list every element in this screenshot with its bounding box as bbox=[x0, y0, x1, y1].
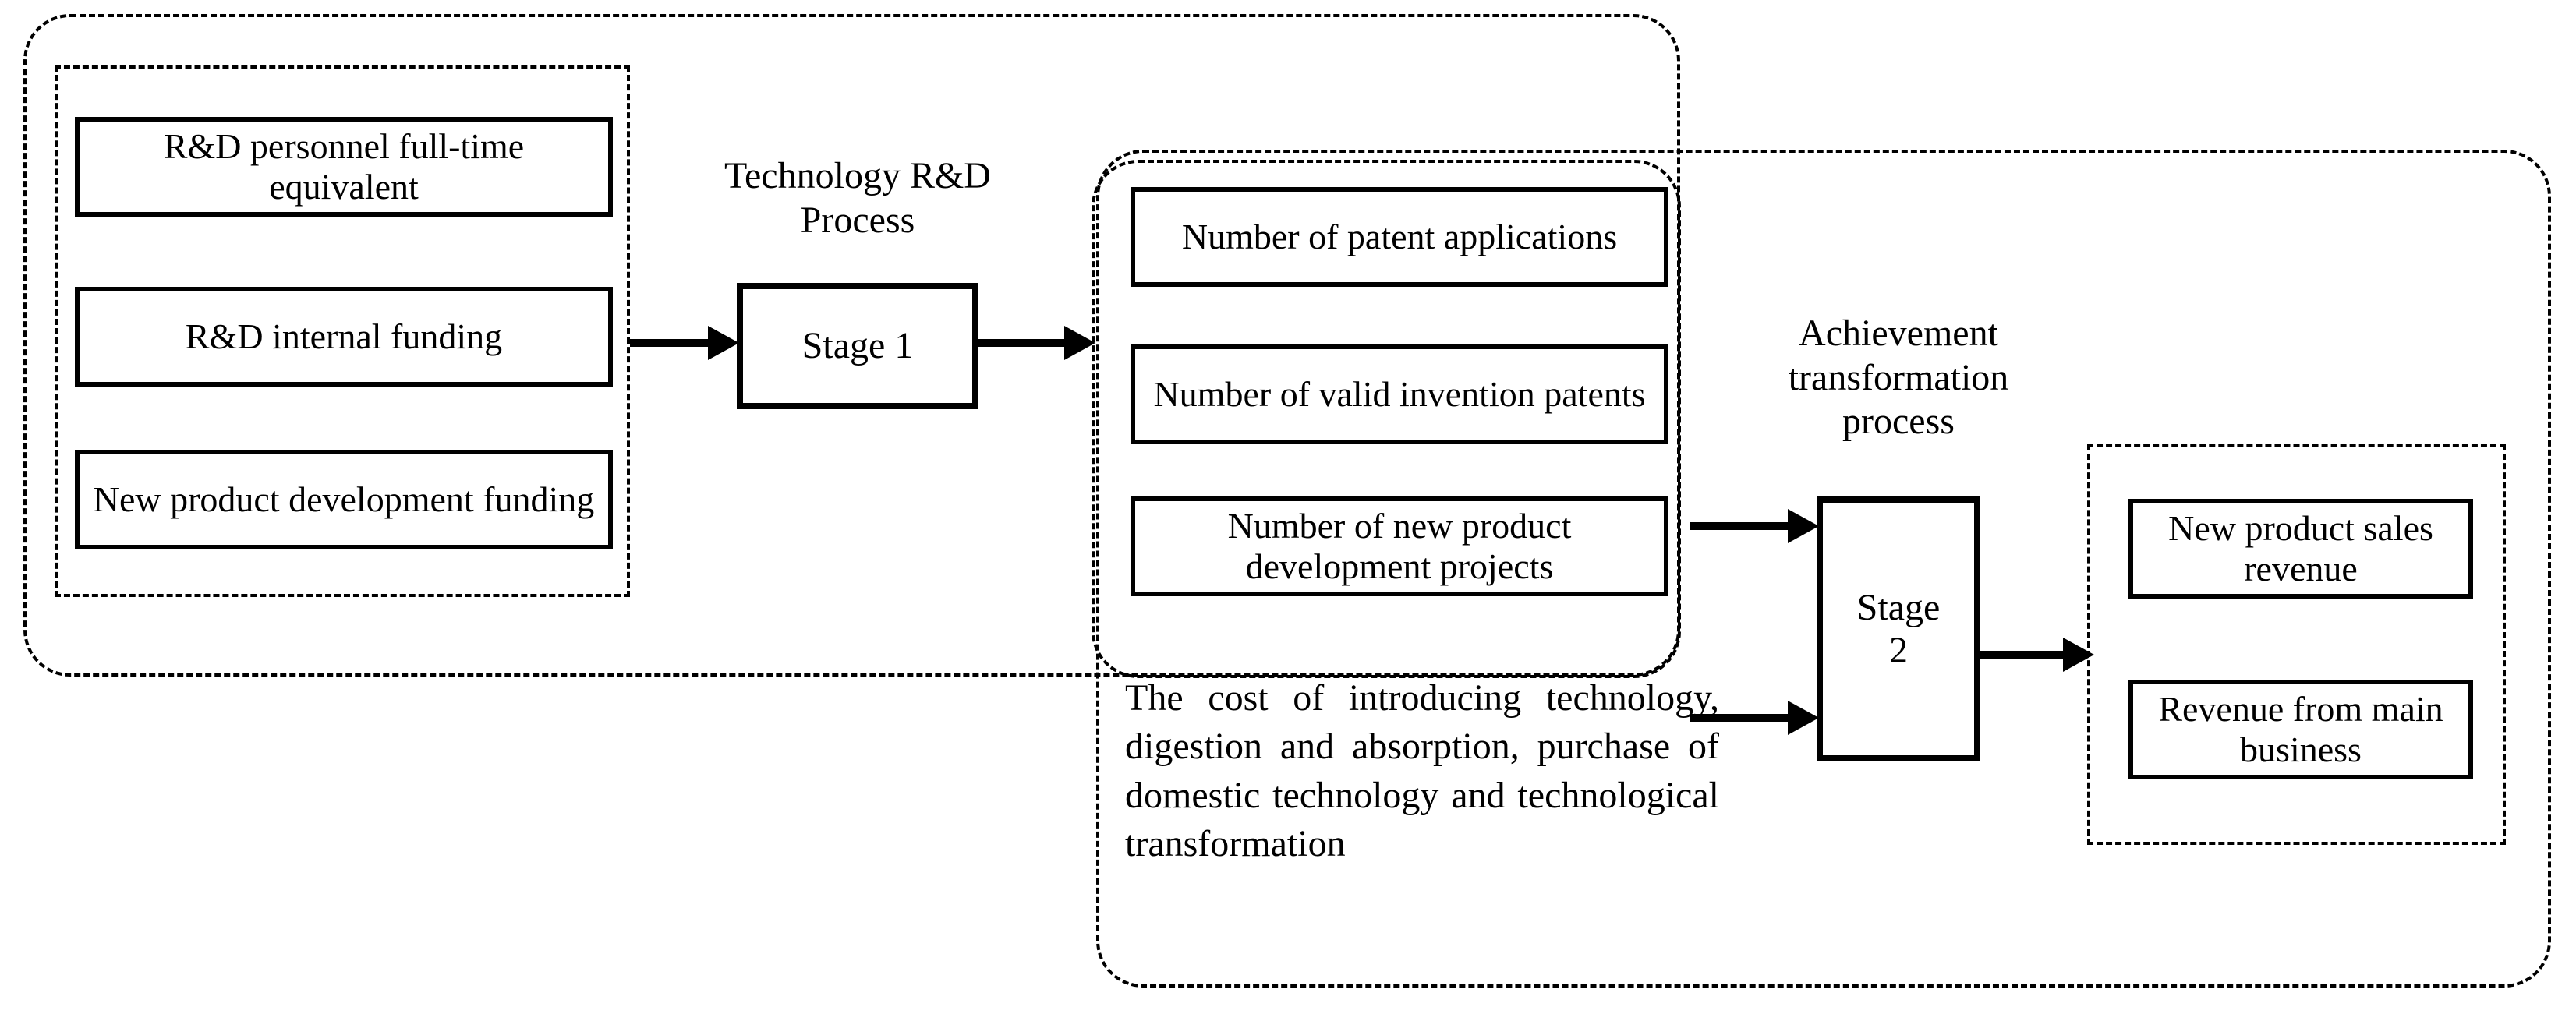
box-new-product-dev-projects-label: Number of new product development projec… bbox=[1227, 506, 1572, 586]
box-new-product-dev-funding-label: New product development funding bbox=[93, 479, 595, 520]
box-new-product-sales-revenue[interactable]: New product sales revenue bbox=[2128, 499, 2473, 599]
box-new-product-dev-projects[interactable]: Number of new product development projec… bbox=[1131, 496, 1668, 596]
stage2-caption: Achievement transformation process bbox=[1727, 312, 2070, 444]
arrow-head bbox=[1788, 701, 1819, 735]
arrow-shaft bbox=[1980, 651, 2065, 659]
process-stage2-label: Stage 2 bbox=[1857, 586, 1941, 672]
box-new-product-sales-revenue-label: New product sales revenue bbox=[2168, 508, 2433, 588]
arrow-shaft bbox=[630, 339, 709, 347]
stage1-inputs-dashed-container bbox=[55, 65, 630, 597]
arrow-head bbox=[1064, 326, 1095, 360]
text-introducing-cost-label: The cost of introducing technology, dige… bbox=[1125, 677, 1719, 865]
process-stage2-label-line-2: 2 bbox=[1888, 630, 1908, 671]
box-rd-internal-funding[interactable]: R&D internal funding bbox=[75, 287, 613, 387]
box-new-product-dev-funding[interactable]: New product development funding bbox=[75, 450, 613, 549]
arrow-shaft bbox=[1690, 522, 1789, 530]
box-rd-personnel[interactable]: R&D personnel full-time equivalent bbox=[75, 117, 613, 217]
stage2-caption-line-2: transformation bbox=[1788, 356, 2009, 398]
arrow-shaft bbox=[978, 339, 1066, 347]
stage1-outputs-dashed-container bbox=[1092, 160, 1681, 678]
arrow-shaft bbox=[1690, 714, 1789, 722]
box-valid-invention-patents[interactable]: Number of valid invention patents bbox=[1131, 344, 1668, 444]
process-stage2-label-line-1: Stage bbox=[1856, 586, 1941, 628]
box-revenue-main-business-label: Revenue from main business bbox=[2158, 689, 2443, 769]
process-stage1[interactable]: Stage 1 bbox=[737, 283, 978, 409]
arrow-head bbox=[1788, 509, 1819, 543]
process-stage1-label: Stage 1 bbox=[801, 325, 914, 367]
stage2-outer-dashed-container bbox=[1096, 150, 2551, 988]
box-valid-invention-patents-label: Number of valid invention patents bbox=[1153, 374, 1646, 415]
stage1-caption: Technology R&D Process bbox=[671, 154, 1045, 242]
stage1-caption-line-1: Technology R&D bbox=[724, 155, 991, 196]
box-patent-applications-label: Number of patent applications bbox=[1181, 217, 1618, 257]
box-patent-applications[interactable]: Number of patent applications bbox=[1131, 187, 1668, 287]
stage2-caption-line-1: Achievement bbox=[1799, 313, 1998, 354]
text-introducing-cost: The cost of introducing technology, dige… bbox=[1125, 674, 1719, 869]
stage2-caption-line-3: process bbox=[1842, 401, 1955, 443]
arrow-head bbox=[708, 326, 739, 360]
box-rd-internal-funding-label: R&D internal funding bbox=[185, 316, 503, 357]
box-rd-personnel-label: R&D personnel full-time equivalent bbox=[163, 126, 525, 207]
stage2-outputs-dashed-container bbox=[2087, 444, 2506, 845]
process-stage2[interactable]: Stage 2 bbox=[1817, 496, 1980, 761]
box-revenue-main-business[interactable]: Revenue from main business bbox=[2128, 680, 2473, 779]
stage1-caption-line-2: Process bbox=[800, 199, 915, 241]
